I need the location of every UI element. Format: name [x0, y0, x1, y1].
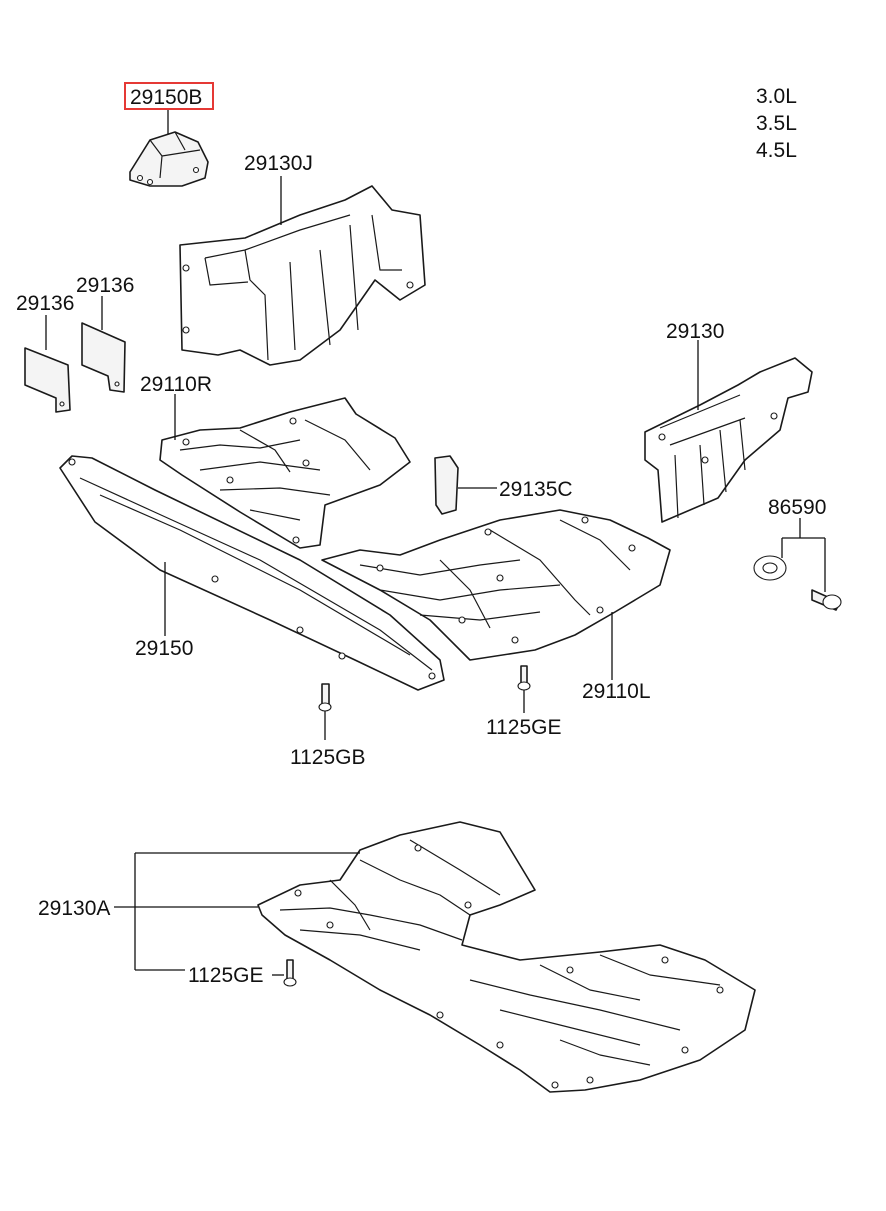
- label-29130J[interactable]: 29130J: [244, 152, 313, 175]
- part-29130A-assembly[interactable]: [257, 821, 756, 1093]
- part-1125GE-bolt-bottom[interactable]: [283, 959, 297, 987]
- label-86590[interactable]: 86590: [768, 496, 826, 519]
- engine-variant-4-5: 4.5L: [756, 139, 797, 162]
- part-29150-beam[interactable]: [59, 455, 445, 691]
- label-29136-right[interactable]: 29136: [76, 274, 134, 297]
- part-1125GB-bolt[interactable]: [318, 683, 332, 712]
- label-29130A[interactable]: 29130A: [38, 897, 110, 920]
- engine-variant-3-0: 3.0L: [756, 85, 797, 108]
- label-29150[interactable]: 29150: [135, 637, 193, 660]
- part-29136-plate-left[interactable]: [24, 347, 71, 413]
- label-1125GB[interactable]: 1125GB: [290, 746, 366, 769]
- highlight-box-29150B: [124, 82, 214, 110]
- part-29110L-panel[interactable]: [321, 509, 671, 661]
- part-29150B-bracket[interactable]: [129, 131, 209, 187]
- part-29110R-panel[interactable]: [159, 397, 411, 549]
- part-86590-clip-a[interactable]: [753, 555, 787, 581]
- label-29135C[interactable]: 29135C: [499, 478, 573, 501]
- label-1125GE-bottom[interactable]: 1125GE: [188, 964, 264, 987]
- part-1125GE-bolt-top[interactable]: [517, 665, 531, 691]
- label-1125GE-top[interactable]: 1125GE: [486, 716, 562, 739]
- engine-variant-3-5: 3.5L: [756, 112, 797, 135]
- part-86590-clip-b[interactable]: [811, 589, 842, 611]
- label-29130[interactable]: 29130: [666, 320, 724, 343]
- label-29136-left[interactable]: 29136: [16, 292, 74, 315]
- label-29150B[interactable]: 29150B: [130, 86, 202, 109]
- part-29130J-shield[interactable]: [179, 185, 426, 366]
- part-29130-shield[interactable]: [644, 357, 813, 523]
- part-29136-plate-right[interactable]: [81, 322, 126, 393]
- label-29110L[interactable]: 29110L: [582, 680, 651, 703]
- label-29110R[interactable]: 29110R: [140, 373, 212, 396]
- part-29135C-bracket[interactable]: [434, 455, 459, 515]
